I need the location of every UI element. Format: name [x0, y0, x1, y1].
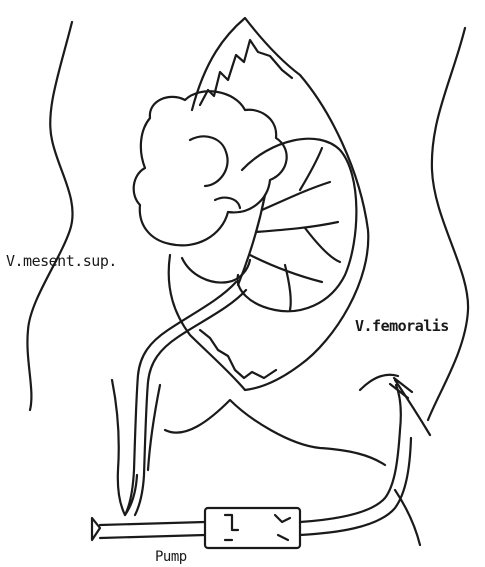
- mesenteric-vessel-branch-4: [300, 148, 322, 190]
- tube-to-femoral: [300, 385, 401, 522]
- bowel-fold-inner: [190, 136, 228, 186]
- incision-jagged-edge-bottom: [200, 330, 276, 378]
- femoral-cannula: [360, 375, 398, 390]
- femoral-vein-label: V.femoralis: [355, 317, 449, 335]
- reservoir-right-wall: [148, 385, 160, 470]
- torso-left-contour: [27, 22, 72, 410]
- pump-label: Pump: [155, 549, 187, 565]
- mesenteric-catheter-inner: [135, 290, 246, 515]
- pump-housing: [205, 508, 300, 548]
- mesenteric-vein-label: V.mesent.sup.: [6, 252, 117, 270]
- mesenteric-vessel-branch-2: [256, 222, 338, 232]
- incision-jagged-edge-top: [200, 40, 292, 105]
- bowel-loop: [134, 91, 287, 245]
- bowel-fold-lower: [215, 198, 240, 208]
- mesenteric-vessel-branch-1: [262, 182, 330, 210]
- torso-right-contour: [428, 28, 468, 420]
- reservoir-funnel: [112, 380, 137, 515]
- pump-valve-right: [275, 515, 290, 540]
- mesentery-outline: [238, 139, 357, 312]
- mesenteric-vessel-branch-5: [305, 228, 340, 262]
- pump-valve-left: [225, 515, 238, 540]
- tube-to-pump: [100, 522, 205, 525]
- torso-lower-right-contour: [395, 490, 420, 545]
- mesenteric-catheter: [125, 282, 236, 515]
- abdomen-lower-contour: [165, 400, 385, 465]
- tube-to-pump-lower: [100, 535, 205, 538]
- incision-outline: [169, 18, 369, 390]
- inlet-clamp: [92, 518, 100, 540]
